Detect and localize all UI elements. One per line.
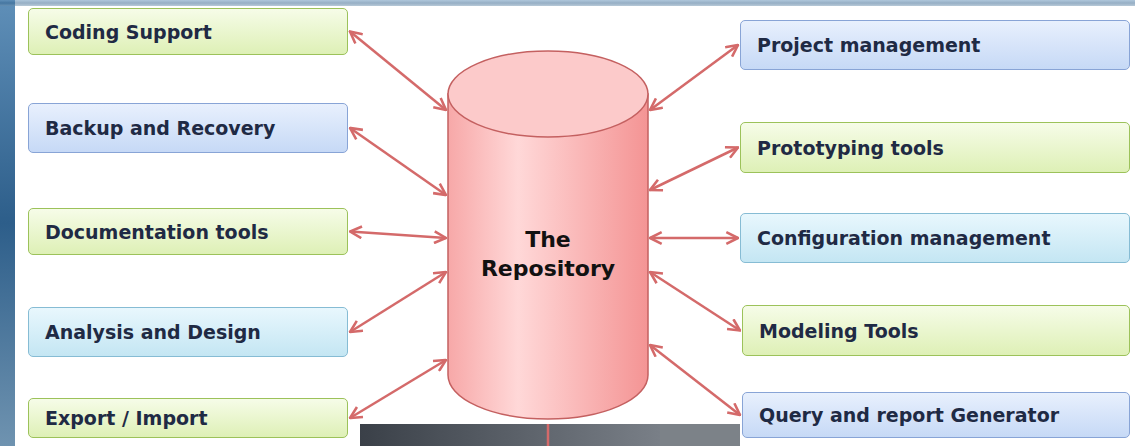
double-arrow [650,272,740,331]
tool-box: Project management [740,20,1130,70]
tool-label: Configuration management [741,227,1066,249]
repository-label: The Repository [473,226,623,283]
tool-label: Prototyping tools [741,137,960,159]
tool-label: Export / Import [29,407,223,429]
tool-box: Configuration management [740,213,1130,263]
double-arrow [350,360,446,418]
tool-label: Coding Support [29,21,228,43]
double-arrow [650,237,738,240]
bottom-arrow [547,424,550,446]
tool-label: Modeling Tools [743,320,935,342]
double-arrow [350,32,446,111]
tool-box: Prototyping tools [740,122,1130,173]
photo-strip [0,0,1135,6]
tool-label: Project management [741,34,996,56]
cylinder-body [448,94,648,419]
double-arrow [350,128,446,195]
repository-cylinder: The Repository [447,50,649,420]
tool-label: Backup and Recovery [29,117,291,139]
tool-box: Export / Import [28,398,348,438]
tool-box: Coding Support [28,8,348,55]
tool-box: Documentation tools [28,208,348,255]
tool-label: Documentation tools [29,221,285,243]
tool-label: Analysis and Design [29,321,277,343]
double-arrow [350,232,446,239]
double-arrow [650,148,738,191]
cylinder-top [448,51,648,137]
double-arrow [350,272,446,332]
photo-band [360,424,740,446]
tool-box: Query and report Generator [742,392,1130,438]
tool-box: Analysis and Design [28,307,348,357]
double-arrow [650,45,738,110]
tool-label: Query and report Generator [743,404,1075,426]
photo-strip [0,0,15,446]
photo-band [660,424,740,446]
tool-box: Backup and Recovery [28,103,348,153]
tool-box: Modeling Tools [742,305,1130,356]
double-arrow [650,345,740,415]
